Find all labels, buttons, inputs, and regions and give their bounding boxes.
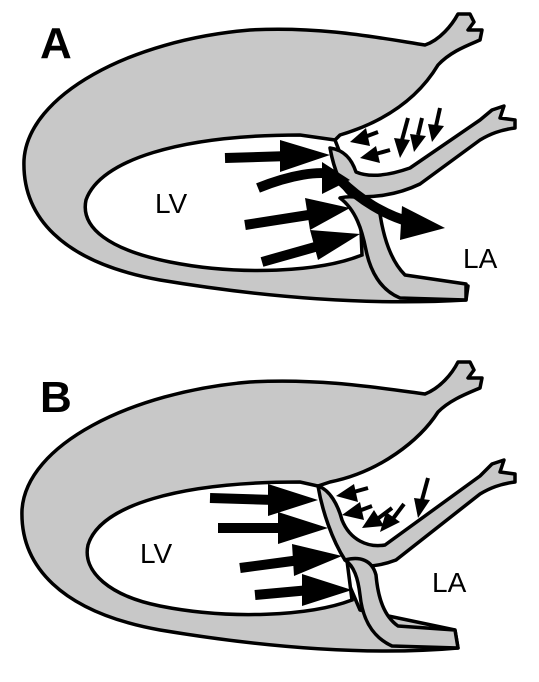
panel-b-letter: B (40, 373, 72, 422)
panel-a-la-label: LA (463, 243, 498, 274)
panel-a-letter: A (40, 19, 72, 68)
panel-b-small-arrow-2 (342, 502, 372, 520)
panel-a-small-arrow-3 (394, 118, 410, 158)
panel-a-small-arrow-4 (410, 118, 426, 152)
panel-b-lv-label: LV (140, 538, 172, 569)
panel-a-small-arrow-2 (360, 146, 390, 163)
panel-a-small-arrow-5 (428, 108, 444, 142)
panel-b-la-label: LA (432, 567, 467, 598)
panel-b: B LV LA (22, 362, 515, 651)
panel-b-small-arrow-1 (336, 484, 368, 502)
panel-a: A LV LA (24, 14, 515, 302)
panel-a-lv-label: LV (155, 188, 187, 219)
